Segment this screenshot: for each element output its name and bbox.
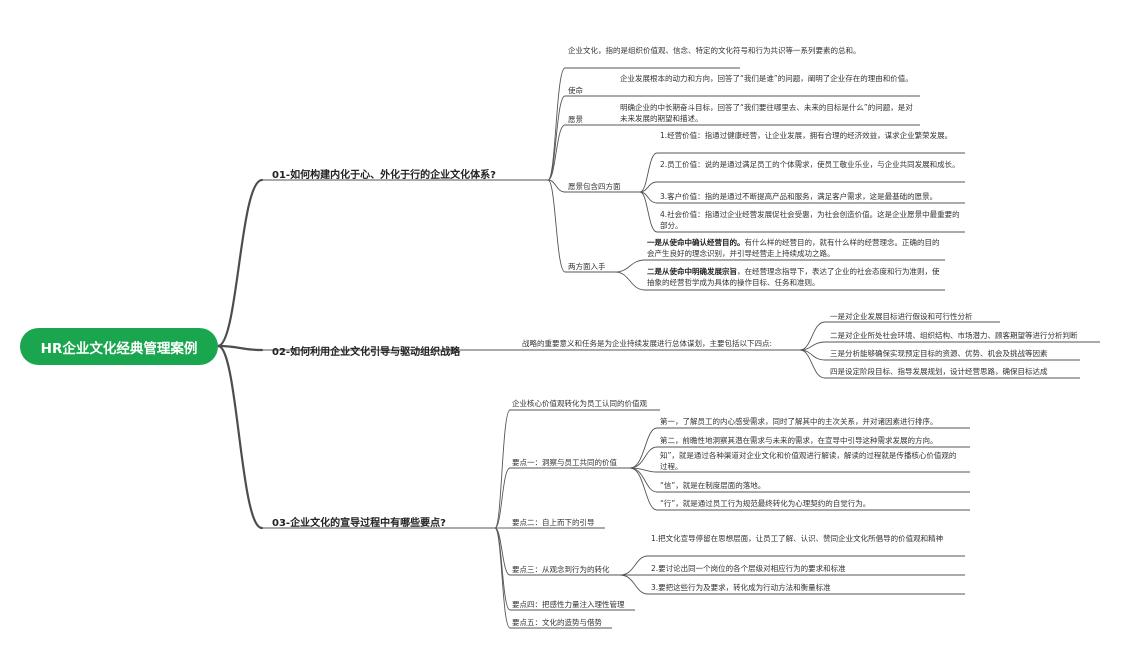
branch-3-title[interactable]: 03-企业文化的宣导过程中有哪些要点? (272, 518, 446, 529)
b2-point: 一是对企业发展目标进行假设和可行性分析 (830, 312, 973, 321)
b3-key-1-item: 知”，就是通过各种渠道对企业文化和价值观进行解读，解读的过程就是传播核心价值观的… (660, 451, 957, 471)
b1-vision-label: 愿景 (568, 115, 583, 124)
b3-key-3-item: 1.把文化宣导停留在思想层面，让员工了解、认识、赞同企业文化所倡导的价值观和精神 (651, 534, 944, 543)
b3-key-1-item: 第一，了解员工的内心感受需求，同时了解其中的主次关系，并对诸因素进行排序。 (660, 417, 938, 426)
b3-key-3-item: 2.要讨论出同一个岗位的各个层级对相应行为的要求和标准 (651, 564, 846, 573)
b3-key-4: 要点四：把感性力量注入理性管理 (512, 600, 625, 609)
b1-mission-text: 企业发展根本的动力和方向，回答了“我们是谁”的问题，阐明了企业存在的理由和价值。 (620, 74, 913, 83)
b3-key-3-item: 3.要把这些行为及要求，转化成为行动方法和衡量标准 (651, 583, 831, 592)
b3-key-1: 要点一：洞察与员工共同的价值 (512, 458, 617, 467)
b1-two-item-2: 二是从使命中明确发展宗旨，在经营理念指导下，表达了企业的社会态度和行为准则，使抽… (647, 266, 945, 288)
b1-four-item: 2.员工价值：说的是通过满足员工的个体需求，使员工敬业乐业，与企业共同发展和成长… (660, 160, 960, 169)
b3-key-1-item: “行”，就是通过员工行为规范最终转化为心理契约的自觉行为。 (660, 499, 871, 508)
b3-key-1-item: 第二，前瞻性地洞察其潜在需求与未来的需求，在宣导中引导这种需求发展的方向。 (660, 436, 938, 445)
b1-two-1-rest: 有什么样的经营目的，就有什么样的经营理念。正确的目的会产生良好的理念识别，并引导… (647, 238, 940, 258)
b1-mission-label: 使命 (568, 86, 583, 95)
b3-key-1-item: “信”，就是在制度层面的落地。 (660, 481, 766, 490)
b3-key-3: 要点三：从观念到行为的转化 (512, 565, 610, 574)
b3-key-2: 要点二：自上而下的引导 (512, 518, 595, 527)
b1-four-item: 4.社会价值：指通过企业经营发展促社会受惠，为社会创造价值。这是企业愿景中最重要… (660, 210, 960, 230)
b1-vision-text: 明确企业的中长期奋斗目标，回答了“我们要往哪里去、未来的目标是什么”的问题，是对… (620, 103, 913, 123)
b1-two-2-rest: ，在经营理念指导下，表达了企业的社会态度和行为准则，使抽象的经营哲学成为具体的操… (647, 267, 940, 287)
branch-2-title[interactable]: 02-如何利用企业文化引导与驱动组织战略 (272, 347, 461, 358)
b3-core: 企业核心价值观转化为员工认同的价值观 (512, 399, 647, 408)
b1-two-label: 两方面入手 (568, 262, 606, 271)
branch-1-title[interactable]: 01-如何构建内化于心、外化于行的企业文化体系? (272, 170, 496, 181)
b1-definition: 企业文化，指的是组织价值观、信念、特定的文化符号和行为共识等一系列要素的总和。 (568, 46, 861, 55)
b2-point: 三是分析能够确保实现预定目标的资源、优势、机会及挑战等因素 (830, 349, 1048, 358)
b1-two-2-bold: 二是从使命中明确发展宗旨 (647, 267, 737, 276)
b1-two-1-bold: 一是从使命中确认经营目的。 (647, 238, 745, 247)
b1-four-label: 愿景包含四方面 (568, 182, 621, 191)
b2-point: 四是设定阶段目标、指导发展规划，设计经营思路，确保目标达成 (830, 367, 1048, 376)
b2-description: 战略的重要意义和任务是为企业持续发展进行总体谋划，主要包括以下四点: (522, 339, 773, 348)
b1-four-item: 1.经营价值：指通过健康经营，让企业发展，拥有合理的经济效益，谋求企业繁荣发展。 (660, 131, 953, 140)
b1-two-item-1: 一是从使命中确认经营目的。有什么样的经营目的，就有什么样的经营理念。正确的目的会… (647, 237, 945, 259)
root-node[interactable]: HR企业文化经典管理案例 (20, 328, 218, 365)
b3-key-5: 要点五：文化的造势与借势 (512, 618, 602, 627)
b2-point: 二是对企业所处社会环境、组织结构、市场潜力、顾客期望等进行分析判断 (830, 331, 1078, 340)
b1-four-item: 3.客户价值：指的是通过不断提高产品和服务，满足客户需求，这是最基础的愿景。 (660, 192, 938, 201)
